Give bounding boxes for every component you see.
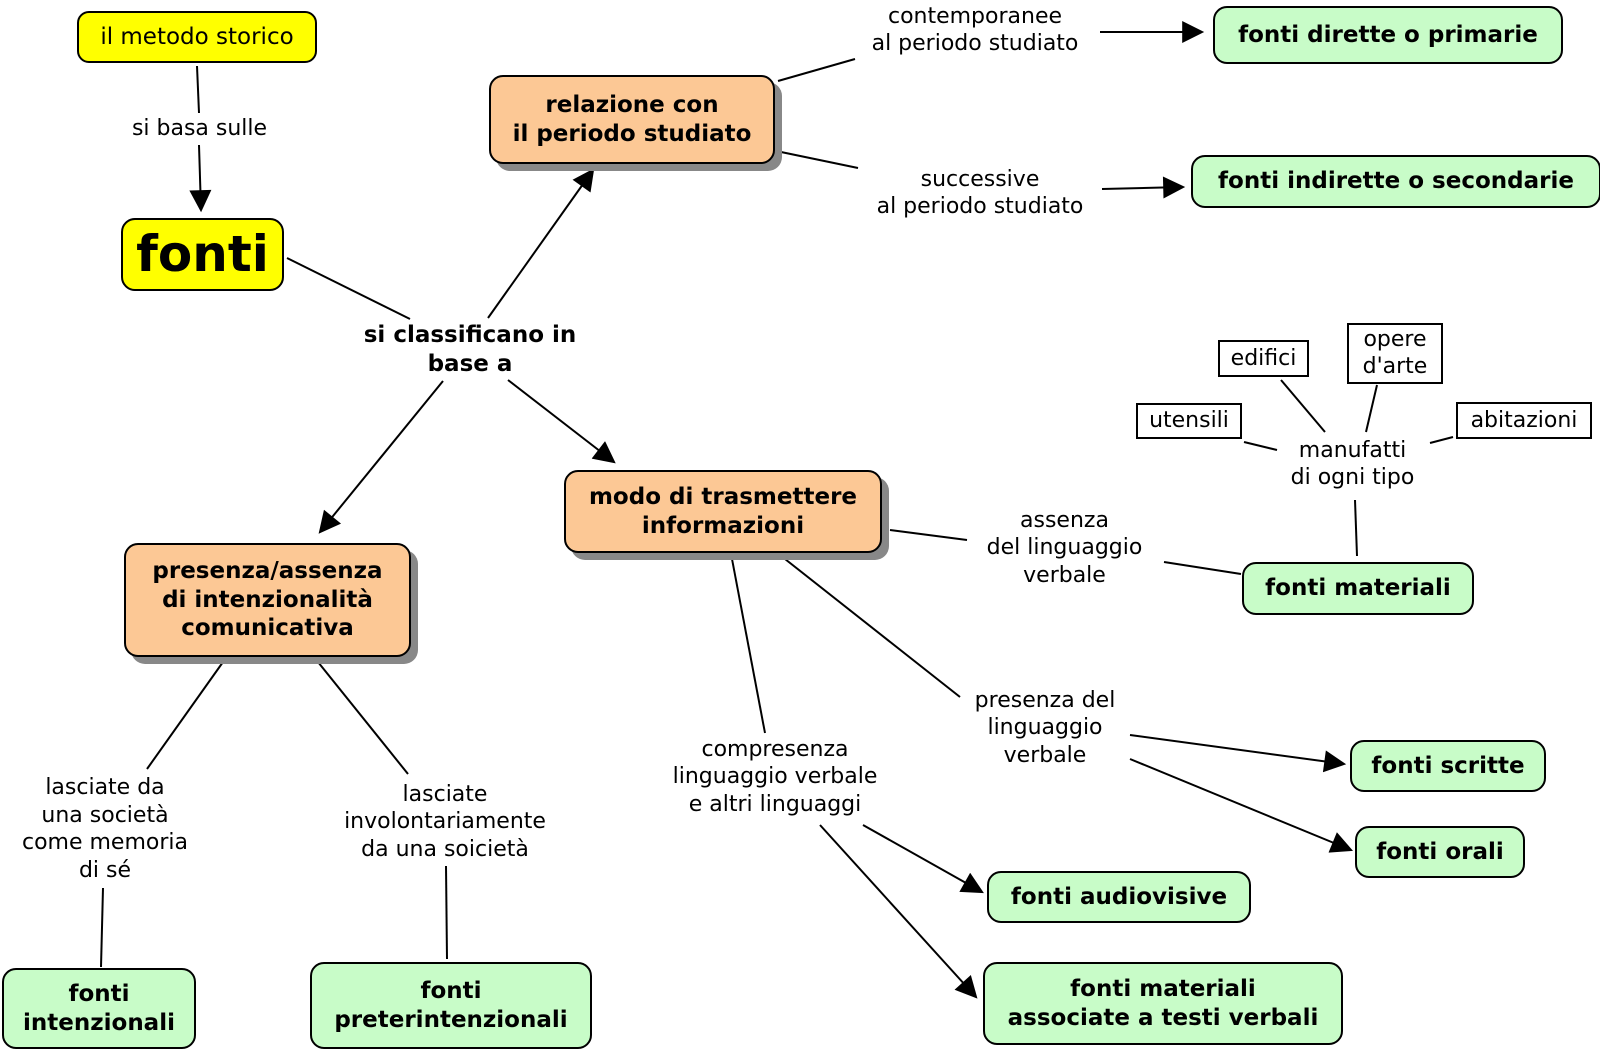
edge-modo-to-compresenza [731, 558, 766, 734]
link-si-basa-sulle-text: si basa sulle [131, 116, 268, 142]
link-manufatti: manufatti di ogni tipo [1270, 432, 1435, 496]
link-successive: successive al periodo studiato [855, 162, 1105, 224]
example-abitazioni[interactable]: abitazioni [1456, 402, 1592, 439]
edge-assenza-to-materiali [1163, 561, 1242, 575]
edge-compresenza-to-materiali-testi [819, 824, 978, 999]
concept-fonti-materiali-text: fonti materiali [1265, 575, 1451, 602]
link-lasciate-involontariamente: lasciate involontariamente da una soicie… [320, 776, 570, 868]
link-presenza-linguaggio: presenza del linguaggio verbale [955, 682, 1135, 774]
concept-fonti-dirette[interactable]: fonti dirette o primarie [1213, 6, 1563, 64]
link-lasciate-da-text: lasciate da una società come memoria di … [21, 775, 188, 883]
edge-successive-to-indirette [1101, 176, 1186, 199]
edge-presenza-ling-to-scritte [1129, 734, 1347, 773]
concept-modo-trasmettere-text: modo di trasmettere informazioni [588, 483, 858, 539]
concept-presenza-assenza[interactable]: presenza/assenza di intenzionalità comun… [124, 543, 411, 657]
example-utensili[interactable]: utensili [1136, 403, 1242, 439]
link-compresenza: compresenza linguaggio verbale e altri l… [655, 730, 895, 824]
concept-fonti-scritte[interactable]: fonti scritte [1350, 740, 1546, 792]
edge-classificano-to-modo [507, 379, 616, 464]
example-abitazioni-text: abitazioni [1470, 407, 1578, 433]
link-assenza-linguaggio: assenza del linguaggio verbale [962, 502, 1167, 594]
edge-metodo-to-label [196, 65, 200, 114]
concept-fonti-orali[interactable]: fonti orali [1355, 826, 1525, 878]
link-si-classificano-text: si classificano in base a [363, 322, 577, 377]
concept-fonti[interactable]: fonti [121, 218, 284, 291]
concept-fonti-intenzionali[interactable]: fonti intenzionali [2, 968, 196, 1049]
concept-fonti-materiali-testi-text: fonti materiali associate a testi verbal… [1007, 975, 1319, 1031]
concept-fonti-dirette-text: fonti dirette o primarie [1238, 21, 1538, 48]
edge-label-to-fonti [189, 144, 212, 213]
edge-lasciate-da-to-intenzionali [100, 887, 104, 968]
edge-manufatti-to-opere [1365, 384, 1378, 433]
link-si-classificano: si classificano in base a [345, 318, 595, 382]
link-presenza-linguaggio-text: presenza del linguaggio verbale [974, 687, 1116, 768]
edge-manufatti-to-abitazioni [1429, 436, 1454, 444]
concept-metodo-storico[interactable]: il metodo storico [77, 11, 317, 63]
edge-compresenza-to-audiovisive [862, 824, 984, 894]
example-utensili-text: utensili [1149, 408, 1229, 434]
concept-metodo-storico-text: il metodo storico [100, 23, 294, 50]
concept-fonti-preterintenzionali-text: fonti preterintenzionali [334, 977, 568, 1033]
concept-fonti-orali-text: fonti orali [1376, 838, 1504, 865]
edge-manufatti-to-utensili [1243, 441, 1278, 451]
concept-modo-trasmettere[interactable]: modo di trasmettere informazioni [564, 470, 882, 553]
link-compresenza-text: compresenza linguaggio verbale e altri l… [672, 736, 878, 817]
edge-relazione-to-successive [780, 151, 859, 169]
concept-fonti-intenzionali-text: fonti intenzionali [23, 980, 175, 1036]
example-edifici-text: edifici [1230, 345, 1297, 371]
edge-lasciate-invol-to-preterintenzionali [445, 865, 448, 960]
link-assenza-linguaggio-text: assenza del linguaggio verbale [986, 507, 1143, 588]
concept-presenza-assenza-text: presenza/assenza di intenzionalità comun… [152, 557, 383, 642]
concept-fonti-audiovisive[interactable]: fonti audiovisive [987, 871, 1251, 923]
example-opere-arte-text: opere d'arte [1362, 327, 1428, 379]
link-manufatti-text: manufatti di ogni tipo [1290, 437, 1415, 491]
concept-fonti-indirette-text: fonti indirette o secondarie [1218, 168, 1574, 195]
edge-classificano-to-presenza [318, 380, 444, 534]
example-opere-arte[interactable]: opere d'arte [1347, 323, 1443, 384]
concept-fonti-scritte-text: fonti scritte [1371, 752, 1525, 779]
example-edifici[interactable]: edifici [1218, 340, 1309, 377]
concept-fonti-materiali[interactable]: fonti materiali [1242, 562, 1474, 615]
link-successive-text: successive al periodo studiato [876, 166, 1084, 220]
concept-fonti-preterintenzionali[interactable]: fonti preterintenzionali [310, 962, 592, 1049]
edge-modo-to-assenza [889, 529, 968, 541]
edge-presenza-to-lasciate-da [146, 661, 224, 770]
concept-fonti-indirette[interactable]: fonti indirette o secondarie [1191, 155, 1600, 208]
link-lasciate-da: lasciate da una società come memoria di … [0, 768, 210, 890]
concept-fonti-materiali-testi[interactable]: fonti materiali associate a testi verbal… [983, 962, 1343, 1045]
concept-fonti-text: fonti [136, 225, 269, 284]
link-contemporanee-text: contemporanee al periodo studiato [871, 3, 1079, 57]
edge-presenza-to-lasciate-invol [317, 661, 409, 775]
edge-relazione-to-contemporanee [777, 58, 856, 82]
concept-relazione-periodo[interactable]: relazione con il periodo studiato [489, 75, 775, 164]
edge-fonti-to-classificano [286, 257, 411, 320]
edge-classificano-to-relazione [487, 168, 595, 319]
link-lasciate-involontariamente-text: lasciate involontariamente da una soicie… [344, 781, 546, 862]
edge-materiali-to-manufatti [1354, 499, 1358, 557]
concept-fonti-audiovisive-text: fonti audiovisive [1010, 883, 1228, 910]
edge-presenza-ling-to-orali [1129, 758, 1354, 853]
edge-modo-to-presenza-ling [784, 558, 961, 698]
link-contemporanee: contemporanee al periodo studiato [850, 0, 1100, 60]
link-si-basa-sulle: si basa sulle [112, 112, 287, 146]
concept-relazione-periodo-text: relazione con il periodo studiato [512, 91, 752, 147]
edge-manufatti-to-edifici [1280, 379, 1326, 433]
